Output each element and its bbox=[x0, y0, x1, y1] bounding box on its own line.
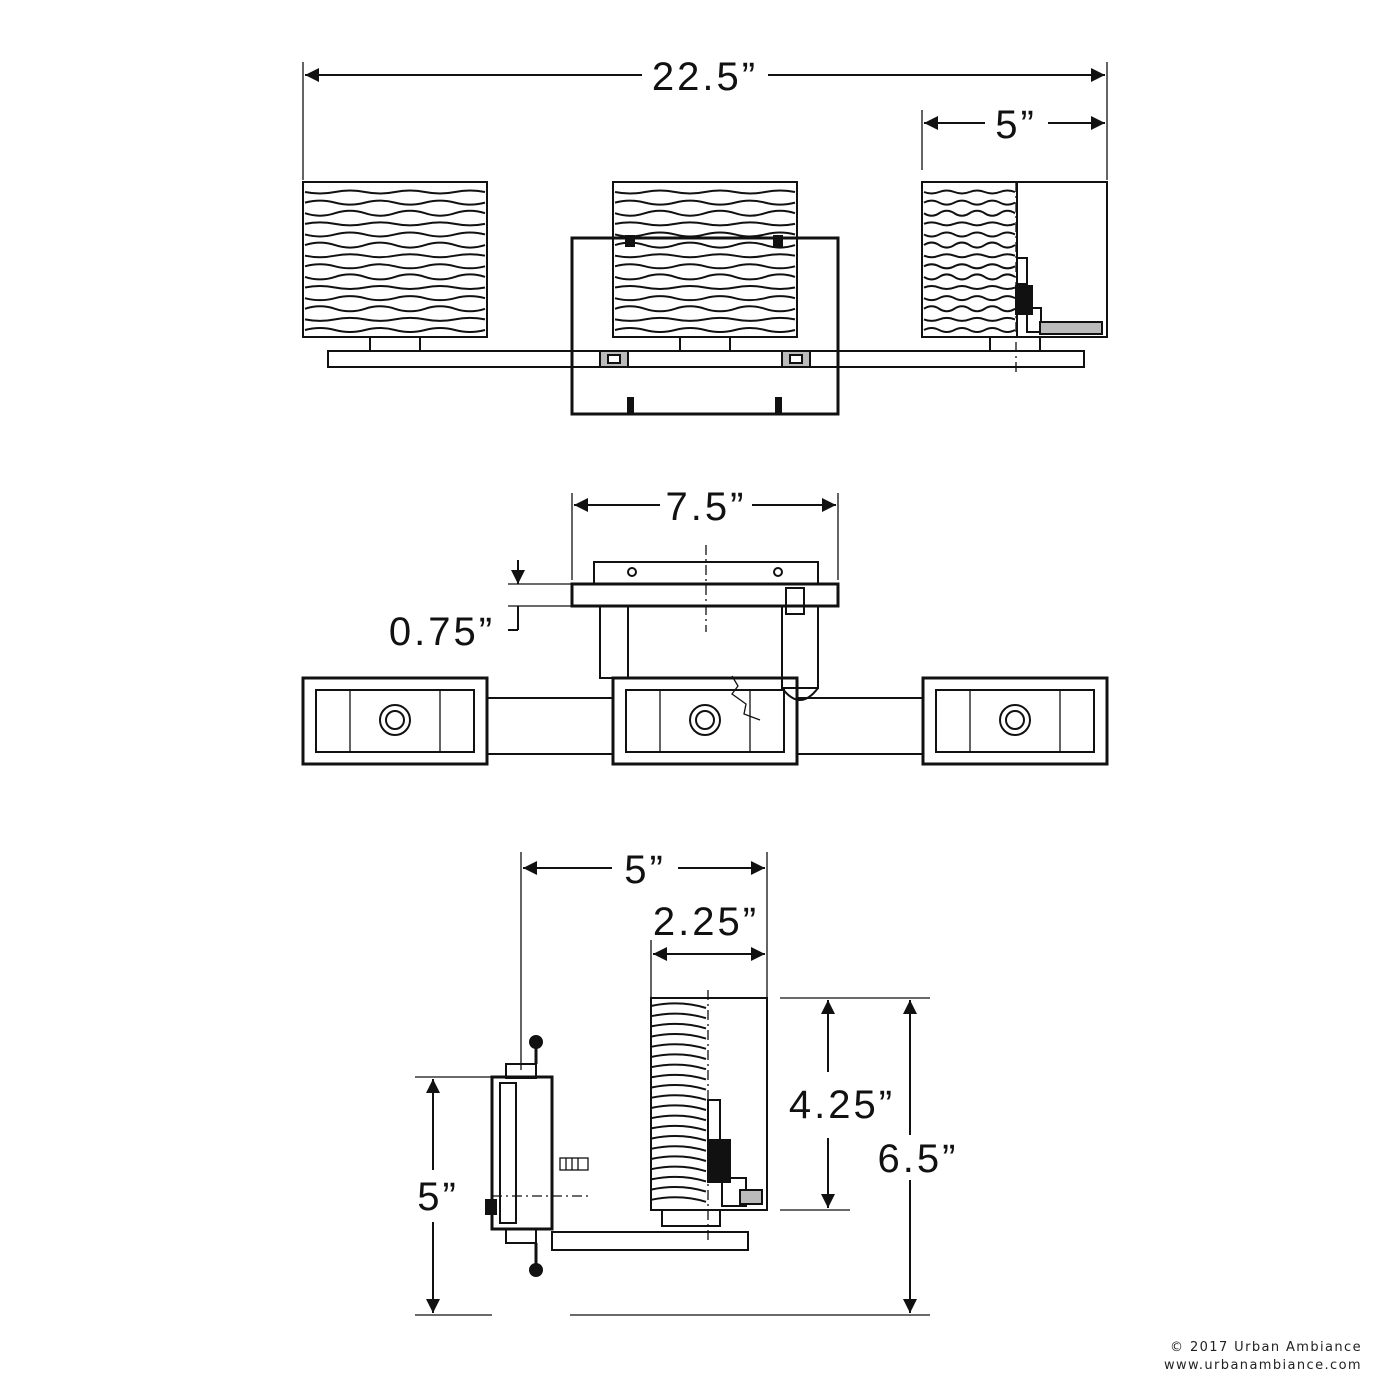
shade-rib-line bbox=[650, 1022, 707, 1030]
glass-texture-line bbox=[614, 305, 796, 313]
glass-texture-line bbox=[923, 221, 1016, 227]
glass-texture-line bbox=[304, 327, 486, 333]
glass-texture-line bbox=[923, 285, 1016, 291]
left-shade bbox=[302, 181, 488, 352]
glass-texture-line bbox=[304, 199, 486, 206]
shade-rib-line bbox=[650, 1114, 707, 1122]
glass-texture-line bbox=[923, 209, 1016, 217]
glass-texture-line bbox=[304, 285, 486, 291]
glass-texture-line bbox=[614, 327, 796, 333]
shade-rib-line bbox=[650, 1063, 707, 1071]
backplate-height-label: 5” bbox=[417, 1175, 459, 1219]
glass-texture-line bbox=[614, 253, 796, 259]
glass-texture-line bbox=[304, 253, 486, 259]
website-url: www.urbanambiance.com bbox=[1163, 1358, 1362, 1373]
top-view: 7.5” 0.75” bbox=[301, 485, 1109, 766]
glass-texture-line bbox=[923, 241, 1016, 249]
glass-texture-line bbox=[614, 285, 796, 291]
glass-texture-line bbox=[614, 231, 796, 238]
glass-texture-line bbox=[614, 241, 796, 249]
shade-rib-line bbox=[650, 1175, 707, 1183]
shade-rib-line bbox=[650, 1033, 707, 1040]
shade-rib-line bbox=[650, 1124, 707, 1132]
shade-cup-center bbox=[611, 675, 799, 766]
glass-texture-line bbox=[923, 305, 1016, 313]
shade-rib-line bbox=[650, 1073, 707, 1081]
shade-width-label: 5” bbox=[995, 103, 1037, 147]
glass-texture-line bbox=[304, 209, 486, 217]
glass-texture-line bbox=[923, 273, 1016, 281]
shade-rib-line bbox=[650, 1155, 707, 1162]
front-view: 22.5” 5” bbox=[302, 55, 1108, 416]
glass-texture-line bbox=[614, 189, 796, 195]
shade-depth-label: 2.25” bbox=[653, 900, 759, 944]
center-shade bbox=[612, 181, 798, 352]
glass-texture-line bbox=[304, 221, 486, 227]
shade-rib-line bbox=[650, 1012, 707, 1020]
glass-texture-line bbox=[614, 209, 796, 217]
shade-rib-line bbox=[650, 1104, 707, 1111]
shade-rib-line bbox=[650, 1165, 707, 1173]
glass-texture-line bbox=[923, 327, 1016, 333]
shade-rib-line bbox=[650, 1084, 707, 1091]
shade-rib-line bbox=[650, 1186, 707, 1193]
glass-texture-line bbox=[304, 305, 486, 313]
shade-cup-right bbox=[921, 676, 1109, 766]
side-view: 5” 2.25” 5” bbox=[415, 848, 959, 1316]
glass-texture-line bbox=[614, 199, 796, 206]
glass-texture-line bbox=[304, 189, 486, 195]
shade-rib-line bbox=[650, 1053, 707, 1060]
side-extension-label: 5” bbox=[624, 848, 666, 892]
glass-texture-line bbox=[923, 189, 1016, 195]
overall-height-label: 6.5” bbox=[878, 1137, 959, 1181]
shade-rib-line bbox=[650, 1002, 707, 1009]
shade-height-label: 4.25” bbox=[789, 1083, 895, 1127]
shade-cup-left bbox=[301, 676, 489, 766]
glass-texture-line bbox=[614, 295, 796, 302]
glass-texture-line bbox=[923, 253, 1016, 259]
glass-texture-line bbox=[614, 316, 796, 322]
glass-texture-line bbox=[923, 263, 1016, 270]
glass-texture-line bbox=[614, 273, 796, 281]
shade-rib-line bbox=[650, 1196, 707, 1203]
glass-texture-line bbox=[923, 295, 1016, 302]
glass-texture-line bbox=[923, 199, 1016, 206]
glass-texture-line bbox=[304, 241, 486, 249]
shade-rib-line bbox=[650, 1145, 707, 1152]
backplate-width-label: 7.5” bbox=[666, 485, 747, 529]
glass-texture-line bbox=[923, 316, 1016, 322]
glass-texture-line bbox=[614, 263, 796, 270]
shade-rib-line bbox=[650, 1043, 707, 1050]
backplate-front bbox=[570, 236, 840, 416]
glass-texture-line bbox=[304, 263, 486, 270]
shade-rib-line bbox=[650, 1135, 707, 1142]
overall-width-label: 22.5” bbox=[652, 55, 758, 99]
glass-texture-line bbox=[304, 316, 486, 322]
glass-texture-line bbox=[304, 231, 486, 238]
crossbar bbox=[327, 350, 1085, 368]
backplate-depth-label: 0.75” bbox=[389, 610, 495, 654]
glass-texture-line bbox=[304, 273, 486, 281]
glass-texture-line bbox=[923, 231, 1016, 238]
copyright-line: © 2017 Urban Ambiance bbox=[1170, 1340, 1362, 1355]
shade-rib-line bbox=[650, 1094, 707, 1101]
glass-texture-line bbox=[304, 295, 486, 302]
right-shade-section bbox=[921, 181, 1108, 372]
glass-texture-line bbox=[614, 221, 796, 227]
